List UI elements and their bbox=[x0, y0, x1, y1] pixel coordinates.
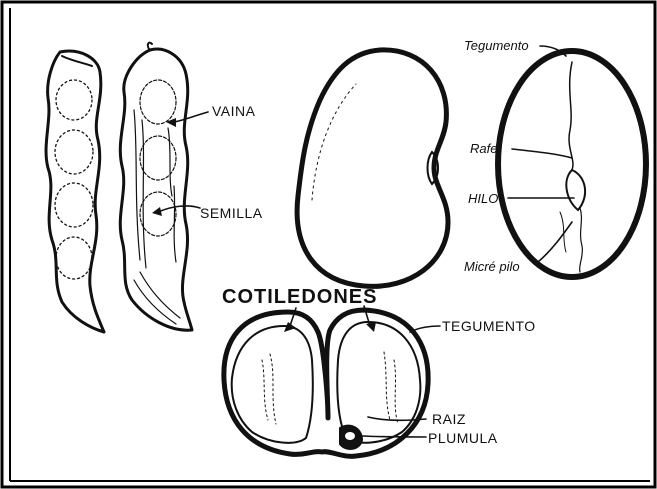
open-pod bbox=[120, 43, 192, 331]
label-plumula: PLUMULA bbox=[428, 430, 498, 446]
label-semilla: SEMILLA bbox=[200, 205, 263, 221]
label-tegumento-bottom: TEGUMENTO bbox=[442, 318, 536, 334]
label-hilo: HILO bbox=[468, 191, 498, 206]
pod-seed-outlines bbox=[55, 80, 93, 279]
label-rafe: Rafe bbox=[470, 141, 497, 156]
whole-bean bbox=[297, 50, 448, 286]
label-vaina: VAINA bbox=[212, 103, 256, 119]
label-cotiledones: COTILEDONES bbox=[222, 286, 377, 308]
cotyledons-cross-section bbox=[224, 310, 428, 456]
closed-pod bbox=[46, 51, 104, 332]
label-tegumento-top: Tegumento bbox=[464, 38, 529, 53]
bean-face-view bbox=[498, 51, 646, 277]
label-raiz: RAIZ bbox=[432, 411, 466, 427]
micropyle-mark bbox=[580, 208, 583, 272]
open-pod-striations bbox=[134, 110, 180, 324]
label-micropilo: Micré pilo bbox=[464, 259, 520, 274]
raphe-line bbox=[569, 62, 573, 170]
hilum-slit bbox=[566, 170, 585, 210]
